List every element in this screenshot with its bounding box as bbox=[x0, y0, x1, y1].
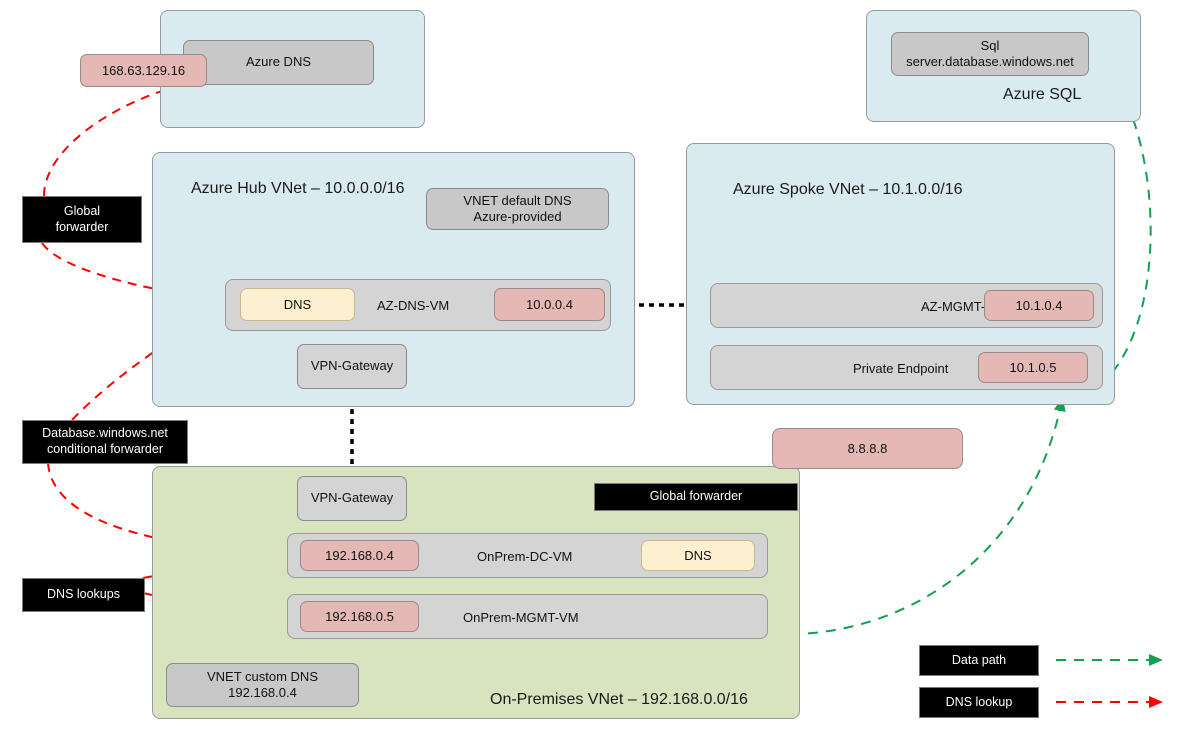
hub-az-dns-vm-name: AZ-DNS-VM bbox=[377, 298, 450, 313]
onprem-mgmt-vm-name: OnPrem-MGMT-VM bbox=[463, 610, 579, 625]
data-path-onprem-to-private-endpoint bbox=[771, 397, 1066, 636]
dns-arrow-conditionalforwarder-to-azdnsvm bbox=[71, 306, 231, 421]
hub-vpn-gateway[interactable]: VPN-Gateway bbox=[297, 344, 407, 389]
onprem-global-forwarder-tag: Global forwarder bbox=[594, 483, 798, 511]
legend-item-dns-lookup: DNS lookup bbox=[919, 687, 1039, 718]
global-forwarder-annotation-line1: Global bbox=[63, 203, 101, 218]
onprem-vpn-gateway[interactable]: VPN-Gateway bbox=[297, 476, 407, 521]
onprem-dc-vm-dns-chip[interactable]: DNS bbox=[641, 540, 755, 571]
onprem-custom-dns-line1: VNET custom DNS bbox=[206, 668, 318, 684]
spoke-az-mgmt-vm-name: AZ-MGMT-VM bbox=[921, 299, 1005, 314]
dns-arrow-globalforwarder-to-azuredns bbox=[43, 83, 181, 197]
legend-item-data-path: Data path bbox=[919, 645, 1039, 676]
spoke-az-mgmt-vm-ip[interactable]: 10.1.0.4 bbox=[984, 290, 1094, 321]
public-dns-ip-badge[interactable]: 8.8.8.8 bbox=[772, 428, 963, 469]
hub-vnet-default-dns[interactable]: VNET default DNS Azure-provided bbox=[426, 188, 609, 230]
dns-lookups-annotation: DNS lookups bbox=[22, 578, 145, 612]
azure-dns-service[interactable]: Azure DNS bbox=[183, 40, 374, 85]
onprem-vnet-title: On-Premises VNet – 192.168.0.0/16 bbox=[490, 691, 748, 708]
onprem-custom-dns-line2: 192.168.0.4 bbox=[228, 685, 297, 700]
onprem-dc-vm-ip[interactable]: 192.168.0.4 bbox=[300, 540, 419, 571]
global-forwarder-annotation: Global forwarder bbox=[22, 196, 142, 243]
azure-sql-zone-title: Azure SQL bbox=[1003, 86, 1082, 103]
azure-hub-vnet-title: Azure Hub VNet – 10.0.0.0/16 bbox=[191, 180, 405, 197]
onprem-vnet-custom-dns[interactable]: VNET custom DNS 192.168.0.4 bbox=[166, 663, 359, 707]
spoke-private-endpoint-ip[interactable]: 10.1.0.5 bbox=[978, 352, 1088, 383]
azure-sql-server[interactable]: Sql server.database.windows.net bbox=[891, 32, 1089, 76]
hub-vnet-default-dns-line1: VNET default DNS bbox=[463, 192, 572, 208]
conditional-forwarder-annotation-line1: Database.windows.net bbox=[42, 426, 168, 441]
azure-sql-server-line2: server.database.windows.net bbox=[906, 54, 1074, 69]
onprem-dc-vm-name: OnPrem-DC-VM bbox=[477, 549, 573, 564]
hub-az-dns-vm-ip[interactable]: 10.0.0.4 bbox=[494, 288, 605, 321]
spoke-private-endpoint-name: Private Endpoint bbox=[853, 361, 949, 376]
azure-dns-ip-badge[interactable]: 168.63.129.16 bbox=[80, 54, 207, 87]
conditional-forwarder-annotation: Database.windows.net conditional forward… bbox=[22, 420, 188, 464]
conditional-forwarder-annotation-line2: conditional forwarder bbox=[46, 442, 164, 456]
hub-vnet-default-dns-line2: Azure-provided bbox=[473, 209, 562, 224]
global-forwarder-annotation-line2: forwarder bbox=[55, 219, 109, 234]
hub-az-dns-vm-dns-chip[interactable]: DNS bbox=[240, 288, 355, 321]
onprem-mgmt-vm-ip[interactable]: 192.168.0.5 bbox=[300, 601, 419, 632]
azure-sql-server-line1: Sql bbox=[980, 37, 1000, 53]
azure-spoke-vnet-title: Azure Spoke VNet – 10.1.0.0/16 bbox=[733, 181, 963, 198]
